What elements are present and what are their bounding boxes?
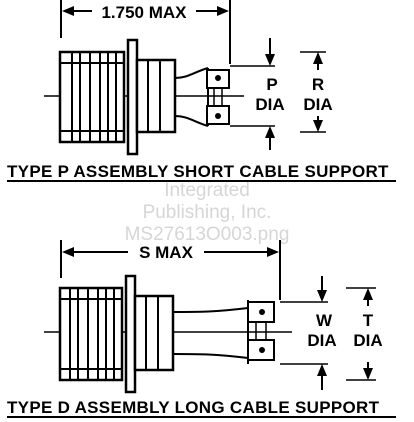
arrow-right-icon bbox=[217, 6, 229, 16]
type-d-w-label: W bbox=[316, 311, 333, 330]
arrow-right-icon bbox=[267, 247, 279, 257]
type-d-coupling-nut bbox=[58, 286, 124, 382]
type-p-caption: TYPE P ASSEMBLY SHORT CABLE SUPPORT bbox=[7, 162, 389, 181]
type-d-t-dia-dimension: T DIA bbox=[346, 287, 383, 381]
type-p-p-dia-dimension: P DIA bbox=[230, 38, 285, 150]
type-p-flange bbox=[126, 38, 139, 156]
arrow-down-icon bbox=[317, 290, 327, 302]
arrow-left-icon bbox=[62, 247, 74, 257]
type-d-w-dia-dimension: W DIA bbox=[280, 276, 337, 390]
type-d-w-dia-label: DIA bbox=[307, 331, 336, 350]
arrow-up-icon bbox=[317, 364, 327, 376]
type-p-length-dimension: 1.750 MAX bbox=[60, 0, 231, 64]
type-p-r-dia-label: DIA bbox=[303, 95, 332, 114]
type-d-t-dia-label: DIA bbox=[353, 331, 382, 350]
arrow-up-icon bbox=[313, 52, 323, 64]
type-p-rear-body bbox=[135, 58, 177, 134]
type-p-p-label: P bbox=[266, 75, 277, 94]
type-p-r-dia-dimension: R DIA bbox=[300, 51, 333, 133]
watermark: Integrated Publishing, Inc. MS27613O003.… bbox=[125, 180, 290, 245]
type-p-r-label: R bbox=[312, 75, 324, 94]
type-p-cable-support bbox=[174, 67, 230, 127]
watermark-line-3: MS27613O003.png bbox=[125, 224, 290, 245]
type-d-t-label: T bbox=[363, 311, 374, 330]
arrow-down-icon bbox=[265, 54, 275, 66]
type-d-assembly: S MAX bbox=[7, 240, 396, 418]
arrow-down-icon bbox=[363, 368, 373, 380]
watermark-line-1: Integrated bbox=[164, 180, 250, 201]
arrow-down-icon bbox=[313, 120, 323, 132]
type-p-length-label: 1.750 MAX bbox=[101, 3, 187, 22]
type-d-rear-body bbox=[133, 294, 175, 372]
arrow-left-icon bbox=[62, 6, 74, 16]
type-d-length-label: S MAX bbox=[139, 243, 194, 262]
watermark-line-2: Publishing, Inc. bbox=[143, 202, 272, 223]
type-d-flange bbox=[124, 274, 137, 394]
arrow-up-icon bbox=[265, 126, 275, 138]
type-p-assembly: 1.750 MAX bbox=[7, 0, 396, 182]
type-d-cable-support bbox=[172, 300, 275, 364]
type-p-p-dia-label: DIA bbox=[255, 95, 284, 114]
arrow-up-icon bbox=[363, 288, 373, 300]
type-d-caption: TYPE D ASSEMBLY LONG CABLE SUPPORT bbox=[7, 398, 380, 417]
type-d-length-dimension: S MAX bbox=[60, 240, 281, 300]
type-p-coupling-nut bbox=[58, 50, 126, 144]
